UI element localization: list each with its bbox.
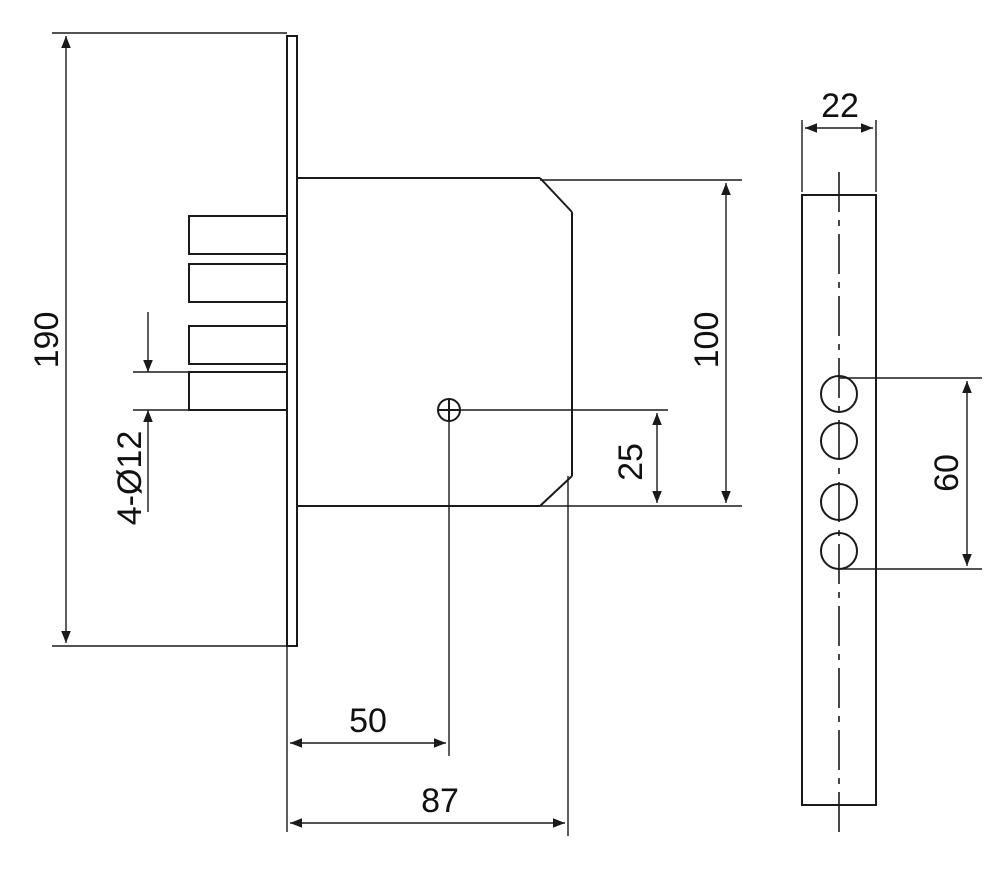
dim-190-label: 190 <box>28 312 66 369</box>
bolt-1 <box>188 215 288 255</box>
dim-25-label: 25 <box>612 443 650 481</box>
strike-hole-3 <box>820 483 858 521</box>
dim-50-label: 50 <box>349 702 387 740</box>
dim-bolt-diameter: 4-Ø12 <box>111 312 189 525</box>
spindle-hole-icon <box>437 398 461 422</box>
dim-spindle-offset: 25 <box>460 409 668 503</box>
dim-overall-height: 190 <box>28 32 287 647</box>
strike-plate-side-view <box>801 172 877 840</box>
dim-case-depth: 87 <box>290 476 569 836</box>
dim-strike-width: 22 <box>801 87 877 192</box>
dim-bolt-spec-label: 4-Ø12 <box>111 431 149 526</box>
bolt-set <box>188 215 288 411</box>
dim-backset: 50 <box>286 421 450 832</box>
dim-22-label: 22 <box>821 87 859 125</box>
strike-hole-1 <box>820 375 858 413</box>
faceplate <box>286 35 298 647</box>
dim-87-label: 87 <box>421 782 459 820</box>
dim-case-height: 100 <box>540 179 742 507</box>
dim-60-label: 60 <box>928 454 966 492</box>
strike-hole-2 <box>820 422 858 460</box>
bolt-2 <box>188 263 288 303</box>
lock-case <box>296 177 573 507</box>
dim-100-label: 100 <box>688 312 726 369</box>
bolt-4 <box>188 371 288 411</box>
bolt-3 <box>188 325 288 365</box>
dim-bolt-spacing: 60 <box>839 377 982 570</box>
